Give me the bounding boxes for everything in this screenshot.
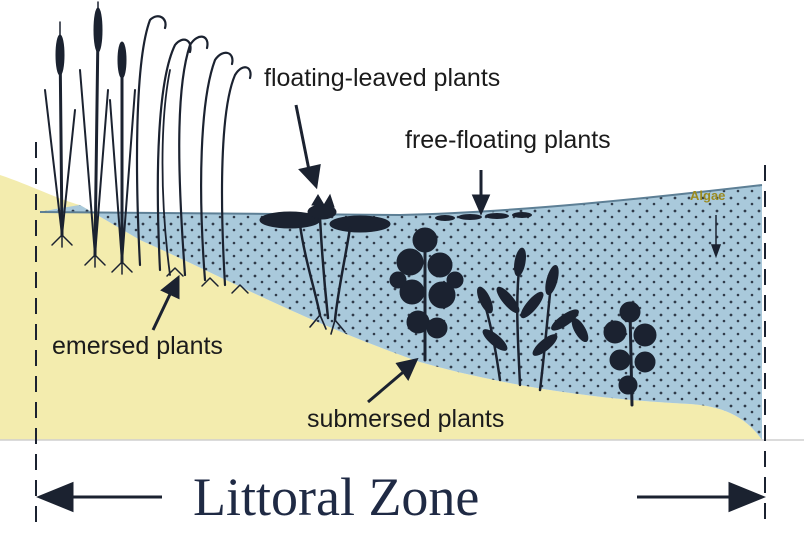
algae-label: Algae [690, 188, 726, 203]
submersed-label: submersed plants [307, 405, 505, 433]
down-arrow-icon [471, 170, 491, 216]
free-floating-plants [435, 212, 532, 221]
sediment-bank [0, 175, 762, 440]
cattail-icon [79, 1, 109, 257]
cattail-icon [44, 21, 76, 237]
arrow-left-icon [36, 481, 162, 513]
cattail-icon [109, 41, 136, 264]
arrow-right-icon [637, 481, 766, 513]
emersed-label: emersed plants [52, 332, 223, 360]
up-arrow-icon [367, 357, 419, 404]
zone-title: Littoral Zone [193, 467, 480, 527]
emersed-plants-group [44, 1, 252, 294]
floating-leaf-icon [259, 193, 391, 335]
down-arrow-icon [710, 215, 722, 259]
algae-dots [40, 185, 762, 440]
water-surface [39, 184, 763, 217]
free-floating-label: free-floating plants [405, 126, 611, 154]
submerged-plant-icon [389, 227, 464, 362]
submerged-plant-icon [603, 301, 657, 407]
submerged-plant-icon [477, 247, 589, 392]
down-arrow-icon [294, 104, 321, 190]
floating-leaved-label: floating-leaved plants [264, 64, 501, 92]
up-arrow-icon [151, 274, 180, 331]
